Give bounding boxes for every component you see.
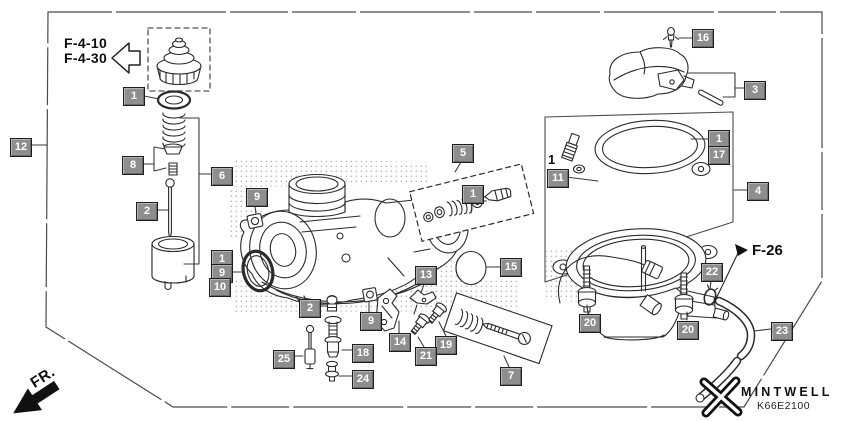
throttle-spring-drawing bbox=[162, 112, 186, 149]
fiche-link-f-4-10[interactable]: F-4-10 F-4-30 bbox=[64, 36, 107, 66]
drain-screw-drawing bbox=[577, 265, 597, 313]
outlet-ref-f26[interactable]: F-26 bbox=[752, 242, 783, 259]
tube-clip-drawing bbox=[703, 284, 719, 306]
vacuum-piston-drawing bbox=[151, 235, 195, 290]
top-washer-drawing bbox=[156, 90, 192, 110]
throttle-lever-drawing bbox=[409, 289, 437, 315]
callout-12[interactable]: 12 bbox=[10, 138, 32, 157]
fiche-link-arrow-icon bbox=[111, 42, 141, 74]
needle-holder-jet-drawing bbox=[163, 143, 183, 176]
callout-22[interactable]: 22 bbox=[701, 263, 723, 282]
callout-1[interactable]: 1 bbox=[123, 87, 145, 106]
leader-lines bbox=[29, 37, 772, 377]
callout-5[interactable]: 5 bbox=[452, 144, 474, 163]
main-jet-drawing bbox=[324, 315, 342, 358]
callout-8[interactable]: 8 bbox=[122, 156, 144, 175]
pilot-screw-drawing bbox=[326, 294, 338, 312]
float-drawing bbox=[608, 47, 724, 106]
callout-9[interactable]: 9 bbox=[246, 188, 268, 207]
drain-screw-drawing bbox=[674, 272, 694, 320]
diagram-border bbox=[45, 11, 823, 408]
float-bowl-group-box bbox=[544, 111, 734, 283]
cable-nut-drawing bbox=[246, 213, 264, 229]
square-nut-drawing bbox=[362, 287, 378, 303]
check-valve-drawing bbox=[325, 360, 339, 382]
callout-23[interactable]: 23 bbox=[771, 322, 793, 341]
callout-20[interactable]: 20 bbox=[677, 321, 699, 340]
callout-16[interactable]: 16 bbox=[692, 29, 714, 48]
screw-spring-kit-drawing bbox=[442, 292, 553, 365]
callout-3[interactable]: 3 bbox=[744, 81, 766, 100]
fiche-link-line1[interactable]: F-4-10 bbox=[64, 35, 108, 51]
top-cap-drawing bbox=[147, 27, 211, 92]
slow-jet-drawing bbox=[561, 132, 586, 174]
callout-7[interactable]: 7 bbox=[500, 367, 522, 386]
drain-tube-drawing bbox=[695, 296, 756, 403]
o-ring-drawing bbox=[241, 249, 275, 293]
fiche-link-line2[interactable]: F-4-30 bbox=[64, 50, 108, 66]
sealing-cap-drawing bbox=[455, 250, 487, 286]
pan-screw-drawing bbox=[410, 313, 430, 335]
brand-logo-icon bbox=[699, 376, 743, 418]
callout-2[interactable]: 2 bbox=[136, 202, 158, 221]
callout-17[interactable]: 17 bbox=[708, 146, 730, 165]
f26-arrow bbox=[713, 244, 748, 304]
callout-19[interactable]: 19 bbox=[435, 336, 457, 355]
callout-2[interactable]: 2 bbox=[299, 299, 321, 318]
float-valve-drawing bbox=[662, 26, 680, 48]
needle-jet-drawing bbox=[304, 324, 316, 370]
callout-25[interactable]: 25 bbox=[273, 350, 295, 369]
callout-4[interactable]: 4 bbox=[747, 182, 769, 201]
callout-21[interactable]: 21 bbox=[415, 347, 437, 366]
front-direction-arrow bbox=[13, 380, 60, 414]
bowl-gasket-drawing bbox=[594, 119, 711, 177]
jet-needle-drawing bbox=[165, 178, 175, 241]
callout-10[interactable]: 10 bbox=[209, 278, 231, 297]
callout-9[interactable]: 9 bbox=[360, 312, 382, 331]
callout-18[interactable]: 18 bbox=[352, 344, 374, 363]
callout-6[interactable]: 6 bbox=[211, 167, 233, 186]
callout-24[interactable]: 24 bbox=[352, 370, 374, 389]
callout-14[interactable]: 14 bbox=[389, 333, 411, 352]
callout-11[interactable]: 11 bbox=[547, 169, 569, 188]
pan-screw-drawing bbox=[427, 302, 447, 324]
carburetor-body-drawing bbox=[151, 173, 469, 311]
callout-20[interactable]: 20 bbox=[579, 314, 601, 333]
diagram-code: K66E2100 bbox=[757, 400, 811, 412]
inline-part-mark: 1 bbox=[548, 152, 556, 167]
callout-15[interactable]: 15 bbox=[500, 258, 522, 277]
brand-logo-text: MINTWELL bbox=[741, 385, 833, 399]
callout-13[interactable]: 13 bbox=[415, 266, 437, 285]
callout-1[interactable]: 1 bbox=[462, 185, 484, 204]
